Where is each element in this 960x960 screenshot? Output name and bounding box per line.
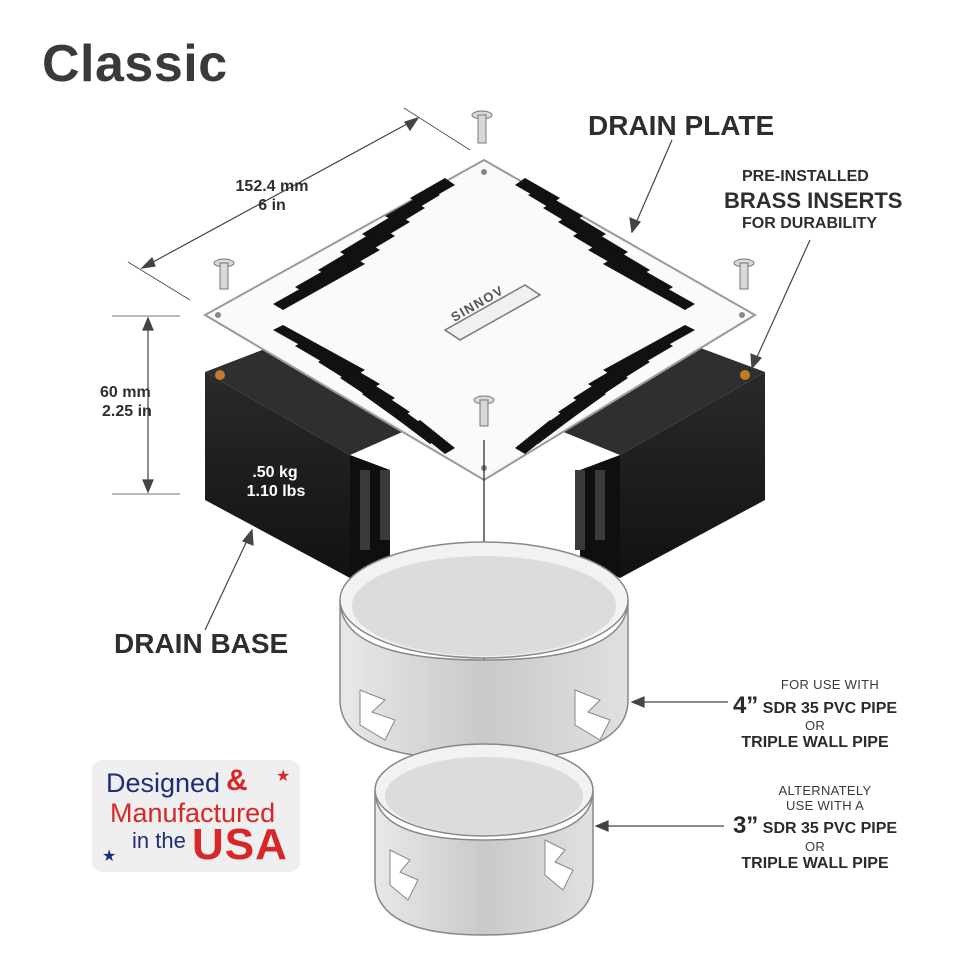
star-icon: ★ xyxy=(102,848,117,865)
badge-in-the: in the xyxy=(132,828,186,853)
pipe-3-or: OR xyxy=(804,838,826,854)
width-mm-label: 152.4 mm xyxy=(235,178,309,195)
height-mm-label: 60 mm xyxy=(100,384,151,401)
pre-installed-label: PRE-INSTALLED xyxy=(742,168,869,185)
pipe-4-shape xyxy=(339,541,629,761)
page-title: Classic xyxy=(42,35,228,93)
pipe-3-line2: USE WITH A xyxy=(785,797,865,813)
drain-plate-label: DRAIN PLATE xyxy=(588,110,775,141)
pipe-3-alt: TRIPLE WALL PIPE xyxy=(741,854,889,872)
leader-lines xyxy=(204,139,811,832)
for-durability-label: FOR DURABILITY xyxy=(742,215,878,232)
width-dimension-line xyxy=(127,107,471,301)
star-icon: ★ xyxy=(276,768,291,785)
brass-insert-right xyxy=(740,370,750,380)
pipe-4-or: OR xyxy=(804,718,826,734)
height-dimension-line xyxy=(112,315,180,495)
pipe-4-size: 4” xyxy=(732,691,759,719)
badge-designed: Designed xyxy=(106,768,221,798)
brass-insert-left xyxy=(215,370,225,380)
screws xyxy=(213,110,755,427)
pipe-3-note: ALTERNATELY USE WITH A 3” SDR 35 PVC PIP… xyxy=(730,783,900,872)
badge-usa: USA xyxy=(192,820,288,869)
badge-ampersand: & xyxy=(226,764,248,797)
pipe-4-spec: SDR 35 PVC PIPE xyxy=(762,699,898,717)
made-in-usa-badge: Designed & ★ Manufactured in the USA ★ xyxy=(92,760,300,872)
pipe-4-note: FOR USE WITH 4” SDR 35 PVC PIPE OR TRIPL… xyxy=(730,677,900,752)
drain-base-label: DRAIN BASE xyxy=(114,628,289,659)
drain-plate-shape xyxy=(202,158,757,482)
pipe-4-alt: TRIPLE WALL PIPE xyxy=(741,733,889,751)
badge-manufactured: Manufactured xyxy=(110,798,276,828)
pipe-3-size: 3” xyxy=(732,812,759,840)
weight-lbs-label: 1.10 lbs xyxy=(246,483,306,500)
brass-inserts-label: BRASS INSERTS xyxy=(724,188,903,213)
width-in-label: 6 in xyxy=(258,197,286,214)
pipe-3-line1: ALTERNATELY xyxy=(778,783,872,798)
weight-kg-label: .50 kg xyxy=(252,464,298,481)
pipe-4-line1: FOR USE WITH xyxy=(780,677,880,692)
pipe-3-shape xyxy=(374,743,594,936)
height-in-label: 2.25 in xyxy=(102,403,152,420)
pipe-3-spec: SDR 35 PVC PIPE xyxy=(762,820,898,838)
